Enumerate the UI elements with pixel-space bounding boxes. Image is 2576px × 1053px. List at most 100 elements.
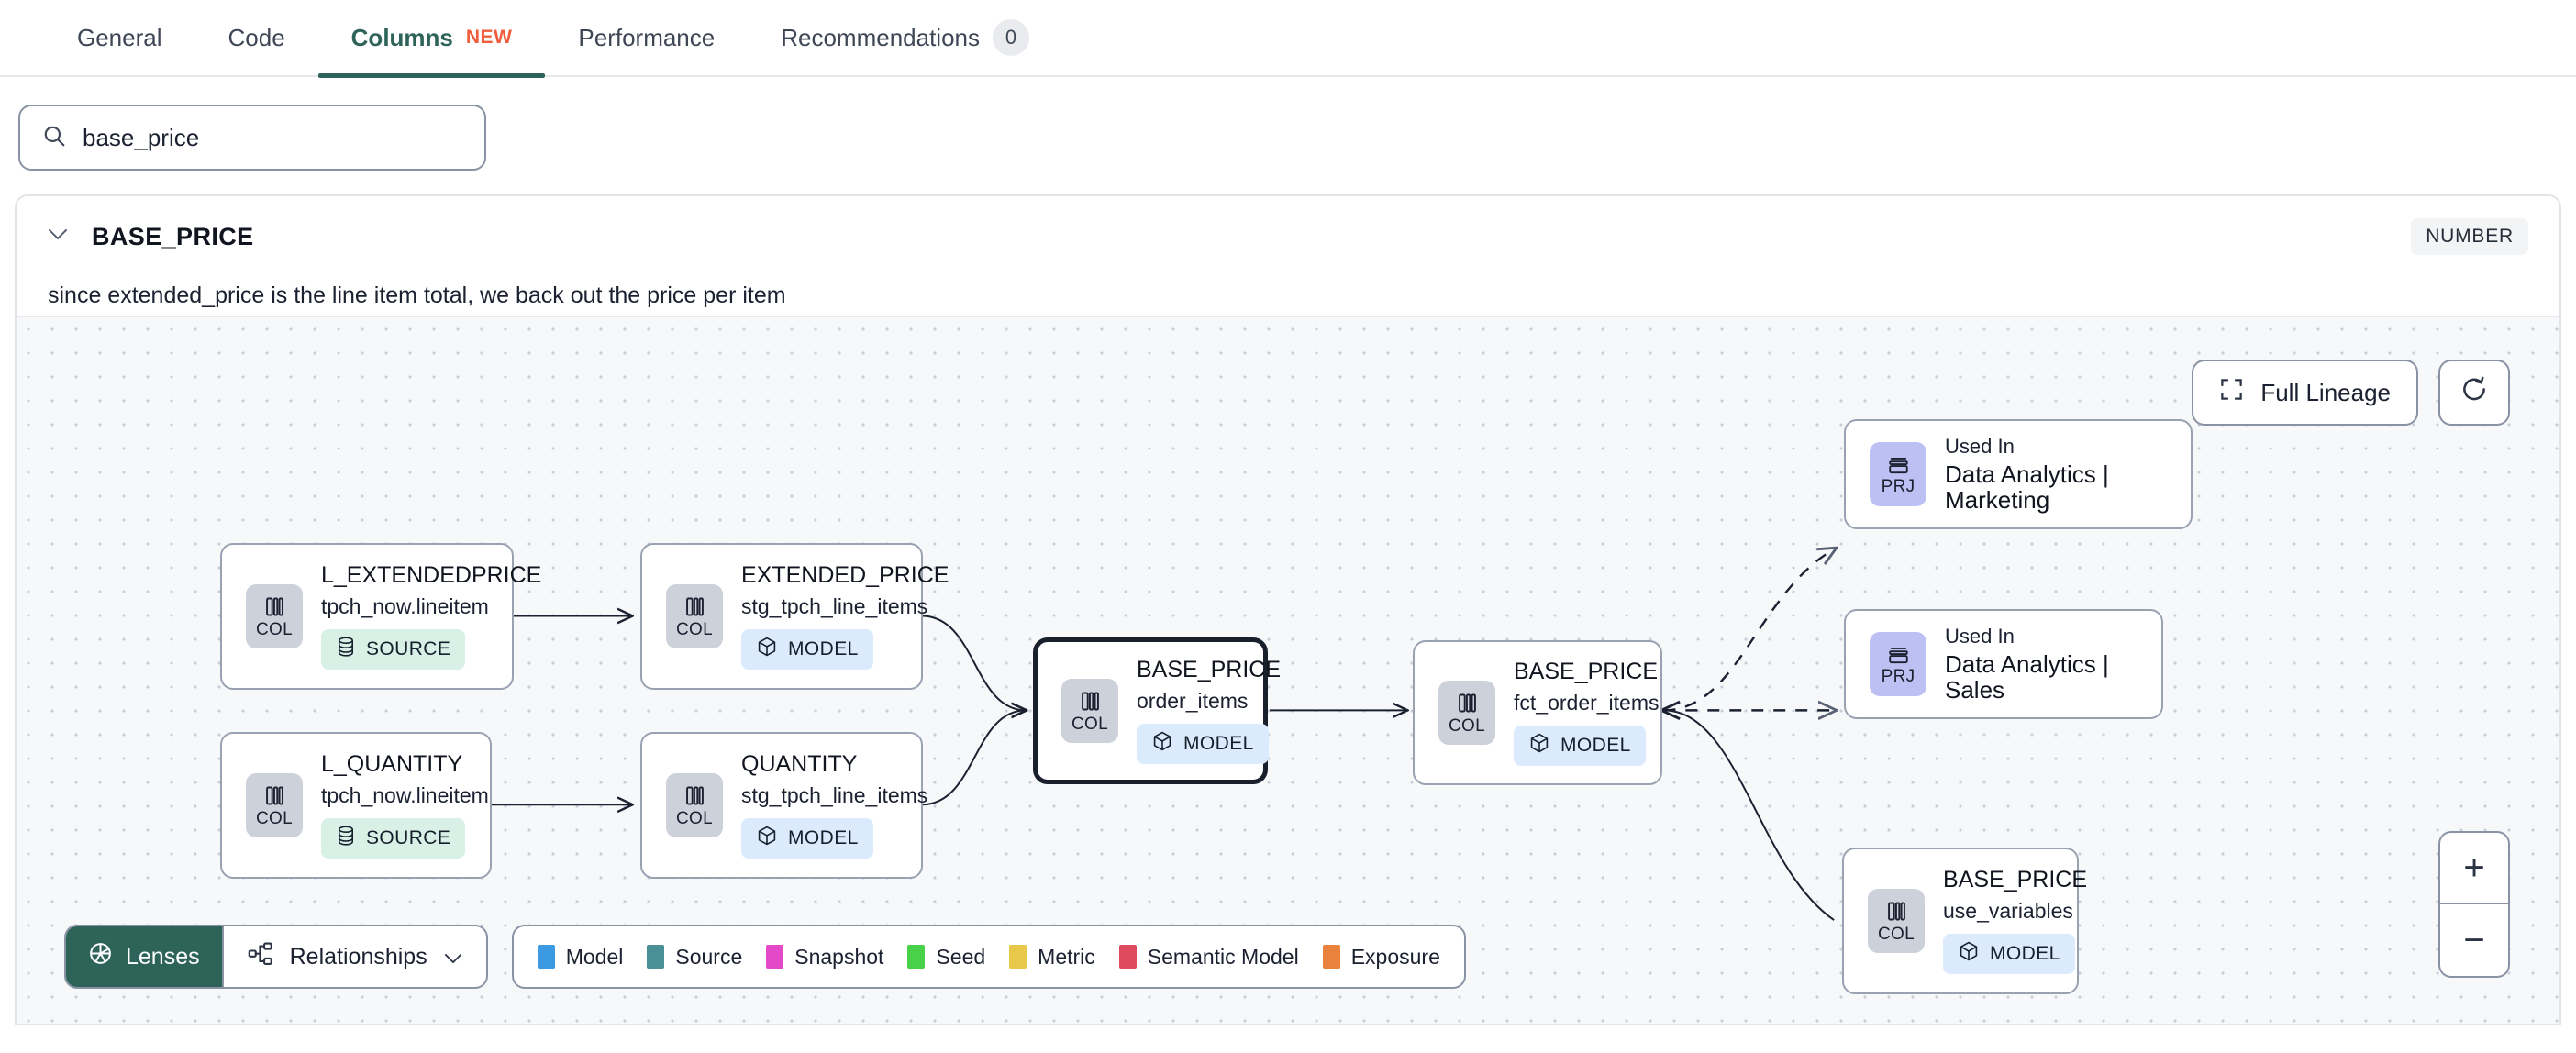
node-subtitle: Data Analytics | Marketing [1945,460,2109,514]
node-kind-label: MODEL [788,826,859,848]
search-area [0,77,2576,194]
legend-item[interactable]: Semantic Model [1118,944,1299,970]
node-name: EXTENDED_PRICE [741,562,949,589]
legend-swatch [766,945,784,969]
relationships-button[interactable]: Relationships [221,926,486,987]
tab-code[interactable]: Code [195,0,318,76]
column-icon: COL [246,773,303,837]
tab-label: General [77,23,162,51]
node-kind-badge: MODEL [741,628,873,670]
cube-icon [756,636,778,663]
zoom-in-button[interactable]: + [2440,833,2508,904]
node-subtitle: tpch_now.lineitem [321,594,489,619]
node-icon-tag: COL [1878,925,1915,944]
column-icon: COL [666,773,723,837]
tab-label: Columns [350,23,453,51]
node-kind-badge: MODEL [741,817,873,859]
node-icon-tag: PRJ [1881,476,1915,496]
legend-item[interactable]: Snapshot [766,945,883,970]
node-kind-badge: MODEL [1137,723,1269,764]
node-name: L_EXTENDEDPRICE [321,562,542,589]
node-subtitle: stg_tpch_line_items [741,594,928,619]
project-icon: PRJ [1870,442,1926,506]
node-subtitle: tpch_now.lineitem [321,783,489,808]
legend-label: Semantic Model [1147,944,1299,969]
node-name: QUANTITY [741,751,858,778]
node-name: Used In [1945,435,2015,459]
legend-swatch [647,945,665,969]
node-icon-tag: COL [256,809,293,828]
legend-item[interactable]: Metric [1009,945,1095,970]
node-name: BASE_PRICE [1943,867,2088,893]
lineage-toolbar: Full Lineage [2192,360,2510,426]
project-icon: PRJ [1870,632,1926,696]
column-icon: COL [1438,681,1495,745]
relationships-label: Relationships [289,943,427,970]
node-icon-tag: COL [676,620,713,639]
legend-item[interactable]: Exposure [1322,944,1440,970]
lenses-button[interactable]: Lenses [66,926,222,987]
full-lineage-button[interactable]: Full Lineage [2192,360,2418,426]
legend-swatch [1009,945,1027,969]
lenses-label: Lenses [126,943,200,970]
legend-item[interactable]: Model [537,944,624,970]
column-panel: BASE_PRICE NUMBER since extended_price i… [15,194,2561,1025]
node-kind-badge: MODEL [1943,933,2075,974]
chevron-down-icon[interactable] [48,228,68,245]
refresh-button[interactable] [2438,360,2510,426]
zoom-controls: + − [2438,831,2510,978]
node-kind-badge: MODEL [1514,725,1646,766]
node-subtitle: stg_tpch_line_items [741,783,928,808]
page-title: BASE_PRICE [92,222,254,250]
node-name: Used In [1945,625,2015,648]
legend-swatch [1322,945,1340,969]
tab-label: Code [228,23,285,51]
legend-item[interactable]: Seed [907,945,985,970]
zoom-out-button[interactable]: − [2463,919,2485,960]
tab-general[interactable]: General [44,0,195,76]
legend-label: Metric [1038,944,1095,969]
legend-swatch [537,945,555,969]
column-header: BASE_PRICE NUMBER since extended_price i… [17,196,2559,309]
node-kind-label: MODEL [1183,732,1254,754]
search-input[interactable] [83,123,462,152]
node-name: BASE_PRICE [1514,659,1659,685]
tab-performance[interactable]: Performance [545,0,748,76]
refresh-icon [2460,376,2488,410]
node-type-legend: Model Source Snapshot Seed Metric Semantic Mo… [511,925,1466,989]
node-name: L_QUANTITY [321,751,463,778]
lineage-bottom-bar: Lenses Relationships [64,925,1466,989]
cube-icon [1958,940,1980,968]
legend-label: Exposure [1350,944,1440,969]
legend-label: Model [565,944,624,969]
lenses-segmented-control: Lenses Relationships [64,925,488,989]
column-icon: COL [1061,679,1118,743]
search-box[interactable] [18,105,486,171]
tab-label: Performance [578,23,716,51]
legend-item[interactable]: Source [647,945,742,970]
search-icon [42,124,66,152]
cube-icon [756,825,778,852]
legend-swatch [907,945,926,969]
legend-label: Seed [936,944,986,969]
